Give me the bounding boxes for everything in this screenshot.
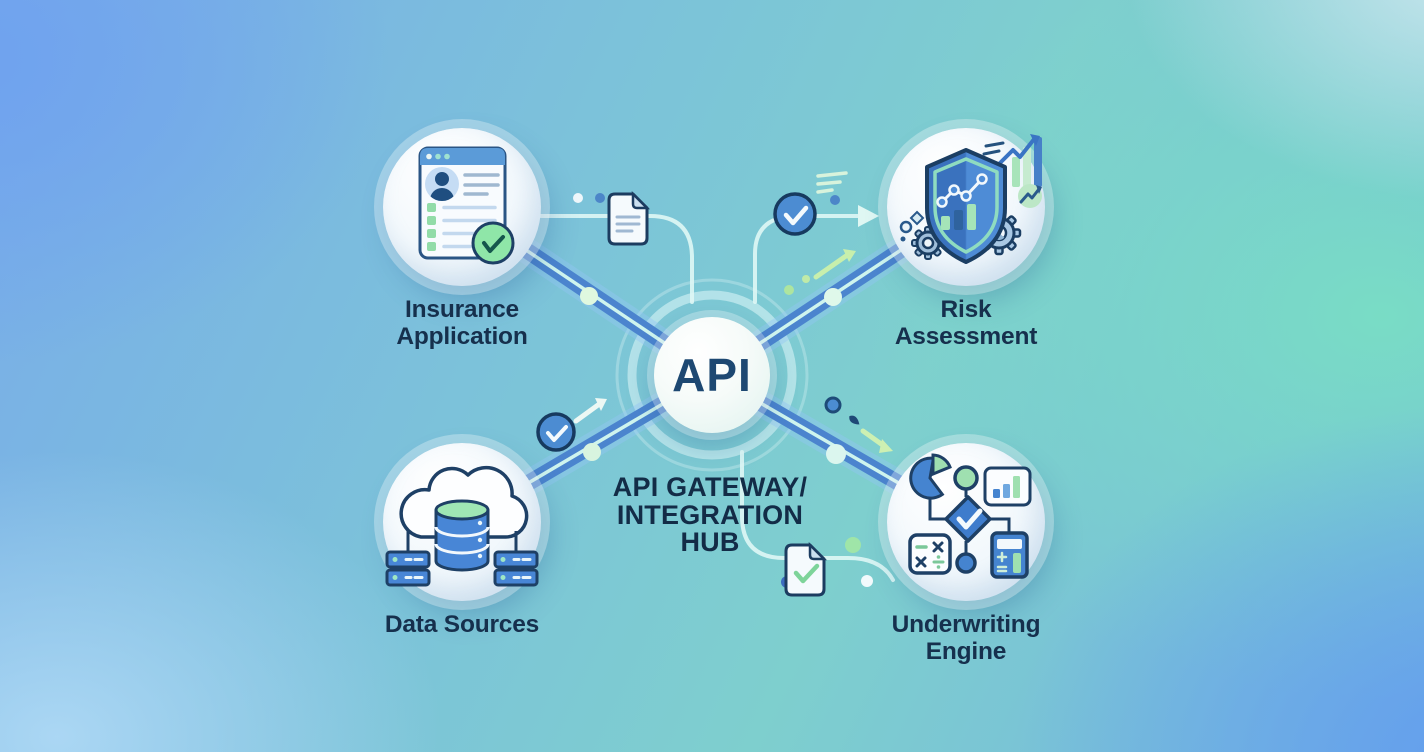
server-stack [385, 550, 431, 587]
mini-bar-chart-icon [983, 466, 1032, 507]
node-data-sources [383, 443, 541, 601]
checklist-rows [427, 203, 497, 251]
decision-diamond-check [944, 495, 992, 543]
label-underwriting-engine: Underwriting Engine [891, 611, 1041, 665]
zigzag-trend-icon [1018, 184, 1042, 208]
arrow-right-icon [858, 205, 879, 227]
line-dots [580, 287, 846, 464]
window-dots [426, 153, 450, 160]
arrow-down-right-icon [860, 428, 893, 453]
server-stack [493, 550, 539, 587]
arrow-up-right-icon [573, 398, 607, 424]
divide-sign [932, 555, 945, 569]
application-form-icon [418, 146, 515, 265]
avatar [425, 167, 459, 201]
text-lines-decoration [816, 171, 848, 194]
hub-caption: API GATEWAY/ INTEGRATION HUB [612, 472, 808, 557]
shield-bars [941, 204, 976, 230]
label-insurance-application: Insurance Application [396, 296, 528, 350]
shield-analytics-icon [899, 134, 1042, 264]
hub-acronym: API [672, 349, 752, 401]
path-hub-to-underwriting [740, 450, 895, 582]
flow-start-node [953, 465, 979, 491]
document-check-icon [784, 541, 828, 597]
node-risk-assessment [887, 128, 1045, 286]
path-insurance-to-hub [539, 214, 694, 304]
flowchart-calculator-icon [908, 453, 1032, 579]
droplet-icon [849, 415, 860, 425]
shield-line-chart [936, 173, 988, 208]
check-badge-icon [773, 192, 817, 236]
node-insurance-application [383, 128, 541, 286]
bar-chart-growth-icon [982, 134, 1042, 187]
label-risk-assessment: Risk Assessment [894, 296, 1038, 350]
bubbles-decoration [899, 210, 925, 242]
pie-chart-icon [909, 453, 952, 500]
cloud-database-icon [385, 465, 539, 587]
calculator-icon [990, 531, 1029, 579]
hub-circle: API [654, 317, 770, 433]
label-data-sources: Data Sources [384, 611, 540, 638]
document-icon [607, 190, 651, 246]
node-underwriting-engine [887, 443, 1045, 601]
deco-dots [573, 193, 873, 588]
approved-check-icon [471, 221, 515, 265]
check-badge-icon [536, 412, 576, 452]
hub-rings [615, 278, 809, 472]
flow-end-node [955, 552, 977, 574]
database-cylinder [434, 499, 490, 572]
math-operations-icon [908, 533, 952, 575]
arrow-up-right-icon [813, 249, 856, 280]
